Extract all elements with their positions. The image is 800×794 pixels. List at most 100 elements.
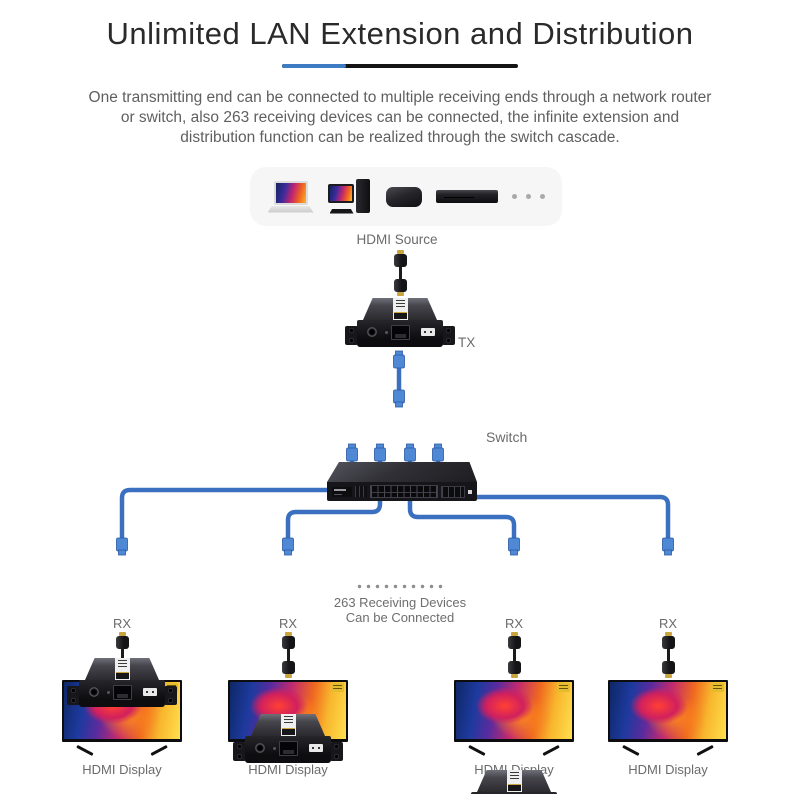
tv-screen (608, 680, 728, 742)
hdmi-connector (281, 661, 295, 674)
hdmi-connector-tip (664, 674, 672, 678)
rx-label-3: RX (504, 616, 524, 631)
switch-top (327, 462, 477, 482)
ethernet-plug-icon (510, 549, 518, 556)
ethernet-plug-icon (116, 537, 128, 552)
title-divider (282, 64, 518, 68)
switch-label: Switch (486, 429, 528, 445)
switch-brand-plate (332, 486, 352, 497)
hdmi-connector-tip (510, 674, 518, 678)
ethernet-plug-icon (393, 389, 405, 404)
tv-badge (557, 683, 570, 692)
tx-label: TX (458, 335, 476, 350)
hdmi-connector-tip (396, 250, 404, 254)
hdmi-cable-icon (393, 250, 407, 296)
title-divider-accent (282, 64, 346, 68)
reset-hole (273, 747, 276, 750)
hdmi-display-3 (454, 680, 574, 756)
hdmi-connector (281, 636, 295, 649)
hdmi-cable-icon (661, 632, 675, 678)
rx-label-4: RX (658, 616, 678, 631)
ethernet-plug-icon (393, 354, 405, 369)
switch-sfp-ports (441, 485, 465, 498)
rx-extender-device-3 (468, 770, 560, 794)
laptop-base (267, 205, 314, 213)
page-title: Unlimited LAN Extension and Distribution (106, 16, 694, 51)
rx-label-1: RX (112, 616, 132, 631)
device-label-stripe (115, 658, 130, 680)
ethernet-plug-icon (282, 537, 294, 552)
cable-switch-to-rx1 (119, 456, 355, 541)
ethernet-plug-icon (395, 401, 403, 408)
tv-badge (711, 683, 724, 692)
mounting-ear (164, 686, 177, 705)
hdmi-wire (286, 649, 290, 661)
ir-port (143, 688, 157, 696)
display-label-1: HDMI Display (82, 762, 162, 777)
cascade-note-line1: 263 Receiving Devices (333, 595, 467, 610)
device-label-stripe (281, 714, 296, 736)
tv-box-icon (385, 186, 422, 207)
hdmi-connector-tip (664, 632, 672, 636)
lan-port (391, 325, 410, 340)
dc-power-port (89, 687, 99, 697)
ethernet-plug-icon (118, 549, 126, 556)
mounting-ear (442, 326, 455, 345)
ethernet-plug-icon (508, 537, 520, 552)
dc-power-port (255, 743, 265, 753)
device-label-stripe (507, 770, 522, 792)
hdmi-connector (661, 661, 675, 674)
hdmi-cable-icon (281, 632, 295, 678)
hdmi-wire (120, 649, 124, 661)
pc-monitor (327, 183, 354, 203)
cable-switch-to-rx2 (285, 456, 383, 541)
cascade-note-line2: Can be Connected (345, 610, 455, 625)
switch-button (468, 489, 472, 494)
ethernet-plug-icon (374, 447, 386, 462)
device-label-stripe (393, 298, 408, 320)
pc-tower (355, 178, 370, 213)
reset-hole (385, 331, 388, 334)
reset-hole (107, 691, 110, 694)
tv-screen (454, 680, 574, 742)
hdmi-source-label: HDMI Source (356, 232, 438, 247)
hdmi-connector-tip (284, 632, 292, 636)
hdmi-connector (507, 636, 521, 649)
tv-badge (331, 683, 344, 692)
lan-port (113, 685, 132, 700)
switch-leds (355, 486, 367, 497)
device-front-panel (357, 320, 443, 347)
desktop-pc-icon (327, 178, 372, 215)
device-front-panel (79, 680, 165, 707)
hdmi-connector (507, 661, 521, 674)
hdmi-connector (393, 279, 407, 292)
rx-extender-device-2 (233, 714, 343, 770)
laptop-screen (273, 180, 308, 205)
cable-switch-to-rx3 (407, 456, 517, 541)
hdmi-wire (666, 649, 670, 661)
ellipsis-dots-icon (511, 194, 545, 199)
hdmi-connector-tip (118, 632, 126, 636)
hdmi-connector-tip (396, 292, 404, 296)
mounting-ear (233, 742, 246, 761)
mounting-ear (345, 326, 358, 345)
hdmi-connector (115, 636, 129, 649)
dc-power-port (367, 327, 377, 337)
description-text: One transmitting end can be connected to… (88, 89, 712, 146)
ir-port (309, 744, 323, 752)
hdmi-connector (393, 254, 407, 267)
hdmi-connector (661, 636, 675, 649)
rx-label-2: RX (278, 616, 298, 631)
media-player-icon (435, 190, 498, 203)
ethernet-plug-icon (662, 537, 674, 552)
ir-port (421, 328, 435, 336)
hdmi-connector-tip (284, 674, 292, 678)
pc-keyboard (329, 208, 354, 214)
rx-extender-device-1 (67, 658, 177, 714)
ethernet-plug-icon (284, 549, 292, 556)
ethernet-plug-icon (404, 447, 416, 462)
hdmi-display-4 (608, 680, 728, 756)
mounting-ear (67, 686, 80, 705)
ethernet-plug-icon (664, 549, 672, 556)
